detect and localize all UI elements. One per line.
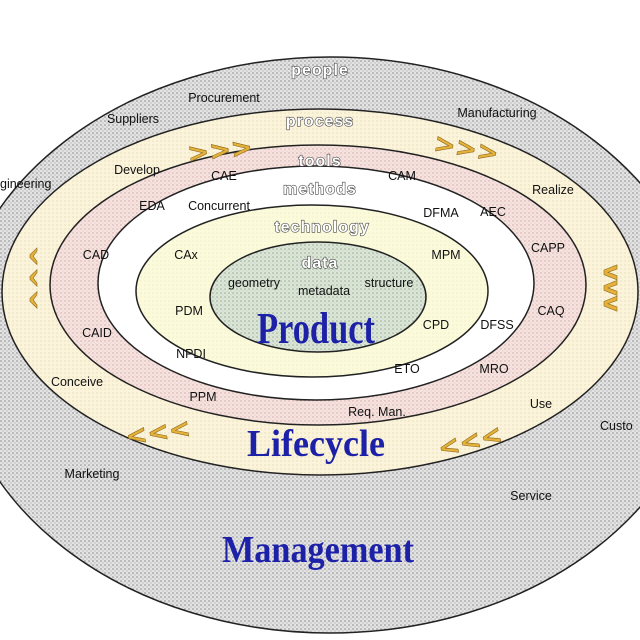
label-dfss: DFSS [480, 318, 513, 332]
label-manufacturing: Manufacturing [457, 106, 536, 120]
label-cpd: CPD [423, 318, 449, 332]
label-engineering: gineering [0, 177, 51, 191]
label-suppliers: Suppliers [107, 112, 159, 126]
label-eda: EDA [139, 199, 165, 213]
label-marketing: Marketing [65, 467, 120, 481]
label-conceive: Conceive [51, 375, 103, 389]
ring-title-data: data [302, 255, 339, 272]
label-metadata: metadata [298, 284, 350, 298]
label-cax: CAx [174, 248, 198, 262]
label-service: Service [510, 489, 552, 503]
label-dfma: DFMA [423, 206, 459, 220]
label-capp: CAPP [531, 241, 565, 255]
label-aec: AEC [480, 205, 506, 219]
label-eto: ETO [394, 362, 420, 376]
label-realize: Realize [532, 183, 574, 197]
label-caq: CAQ [537, 304, 564, 318]
label-mro: MRO [479, 362, 508, 376]
ring-title-technology: technology [274, 219, 369, 236]
ring-title-methods: methods [283, 181, 357, 198]
ring-title-process: process [286, 113, 354, 130]
title-product: Product [257, 304, 375, 353]
label-concurrent: Concurrent [188, 199, 250, 213]
label-ppm: PPM [189, 390, 216, 404]
title-lifecycle: Lifecycle [247, 423, 385, 465]
label-cad: CAD [83, 248, 109, 262]
ring-title-people: people [291, 62, 349, 79]
label-req-man: Req. Man. [348, 405, 406, 419]
label-structure: structure [365, 276, 414, 290]
label-procurement: Procurement [188, 91, 260, 105]
arrow-left: ^^^ [26, 245, 56, 310]
arrow-right: vvv [598, 265, 626, 312]
ring-data [209, 241, 427, 353]
label-mpm: MPM [431, 248, 460, 262]
arrow-top-left: >>> [186, 133, 254, 170]
label-pdm: PDM [175, 304, 203, 318]
label-cam: CAM [388, 169, 416, 183]
ring-title-tools: tools [298, 153, 341, 170]
label-caid: CAID [82, 326, 112, 340]
label-cae: CAE [211, 169, 237, 183]
label-npdi: NPDI [176, 347, 206, 361]
label-custo: Custo [600, 419, 633, 433]
label-geometry: geometry [228, 276, 281, 290]
title-management: Management [222, 529, 414, 571]
label-develop: Develop [114, 163, 160, 177]
label-use: Use [530, 397, 552, 411]
